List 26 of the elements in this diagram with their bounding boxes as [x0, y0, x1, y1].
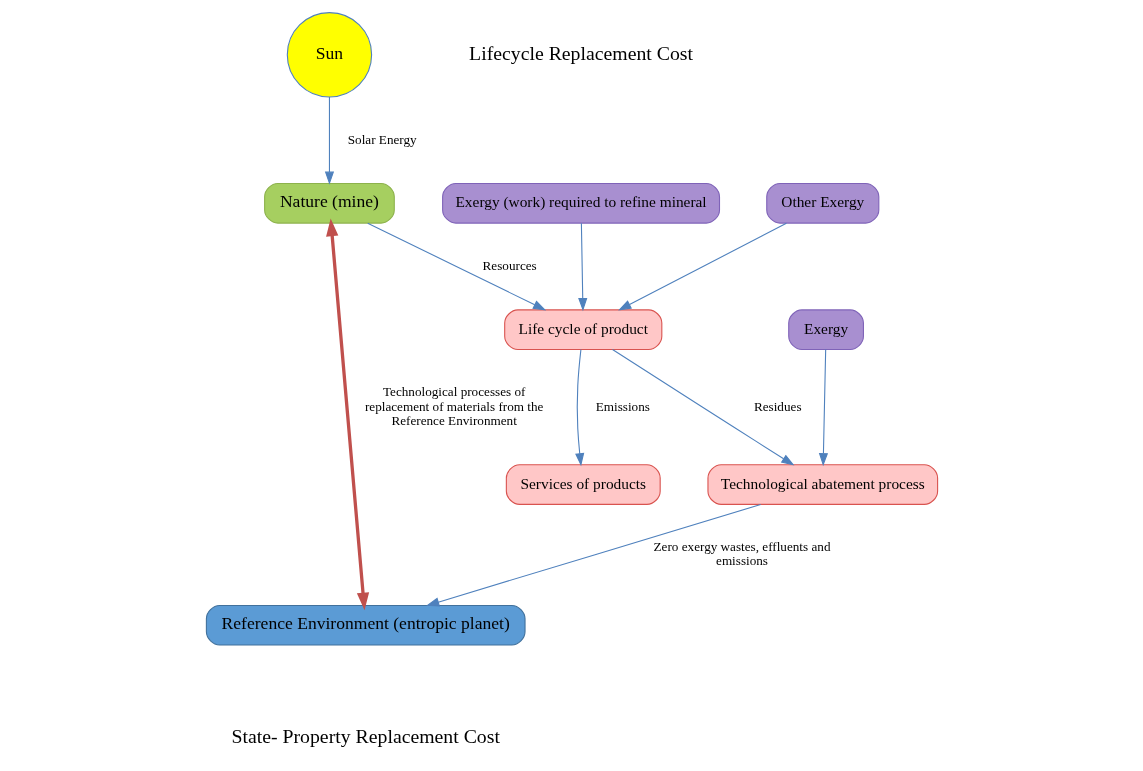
edge-label: Zero exergy wastes, effluents and emissions — [653, 539, 830, 569]
edge-label: Solar Energy — [347, 131, 417, 147]
node-box: Technological abatement process — [706, 464, 938, 505]
label: Lifecycle Replacement Cost — [468, 41, 693, 64]
arrow — [366, 222, 546, 311]
node-box: Exergy — [787, 309, 864, 350]
arrow — [425, 503, 761, 607]
node-box: Other Exergy — [765, 183, 879, 224]
edge-label: Resources — [482, 257, 537, 273]
edge-label: Emissions — [595, 398, 650, 414]
node-circle: Sun — [286, 12, 372, 98]
arrow — [325, 218, 369, 611]
arrow — [324, 96, 334, 185]
arrow — [611, 349, 794, 466]
label: State- Property Replacement Cost — [231, 725, 500, 748]
node-box: Life cycle of product — [503, 309, 662, 350]
node-box: Services of products — [505, 464, 661, 505]
arrow — [574, 349, 584, 467]
edge-label: Residues — [753, 398, 802, 414]
edge-label: Technological processes of replacement of materials from the Reference Environment — [364, 384, 543, 428]
node-box: Exergy (work) required to refine mineral — [441, 183, 720, 224]
node-box: Reference Environment (entropic planet) — [205, 604, 526, 646]
node-box: Nature (mine) — [263, 183, 395, 224]
arrow — [617, 222, 787, 311]
arrow — [577, 222, 587, 312]
arrow — [818, 348, 828, 467]
